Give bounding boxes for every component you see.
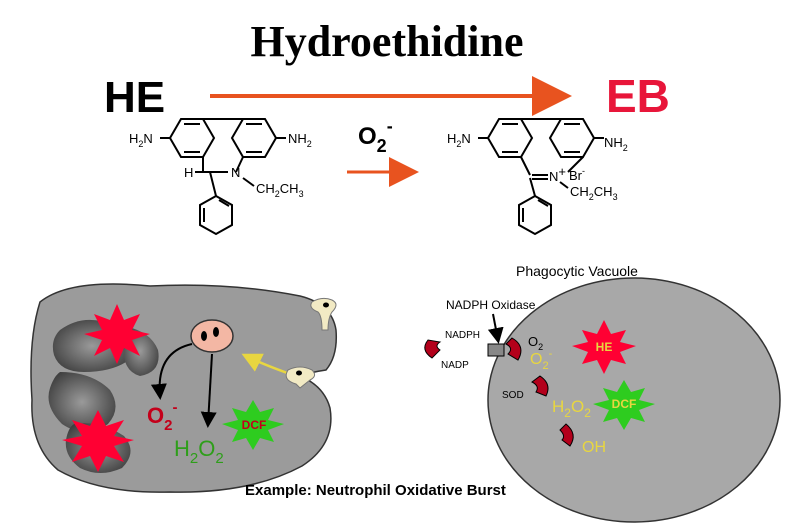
vacuole-dcf-burst: DCF xyxy=(593,380,655,430)
arrow-to-h2o2 xyxy=(200,353,217,428)
h2o2-down-arrow xyxy=(559,423,574,447)
page-title: Hydroethidine xyxy=(250,17,523,66)
nadph-oxidase-label: NADPH Oxidase xyxy=(446,298,536,312)
eb-left-amine: H2N xyxy=(447,131,471,149)
eb-right-amine: NH2 xyxy=(604,135,628,153)
vacuole-o2: O2 xyxy=(528,334,543,352)
vacuole-he-label: HE xyxy=(596,340,613,354)
figure-caption: Example: Neutrophil Oxidative Burst xyxy=(245,482,506,499)
vacuole-oh: OH xyxy=(582,439,606,456)
eb-abbreviation: EB xyxy=(606,70,670,122)
red-burst-lower xyxy=(62,410,134,472)
cytoplasm-dcf-burst: DCF xyxy=(222,400,284,450)
nadph-label: NADPH xyxy=(445,330,480,341)
cytoplasm-dcf-label: DCF xyxy=(242,418,267,432)
he-h-label: H xyxy=(184,165,193,180)
nadph-cofactor-arrow xyxy=(424,339,442,359)
vacuole-superoxide: O2- xyxy=(530,348,553,372)
red-burst-upper xyxy=(84,304,150,364)
bacterium-top xyxy=(310,297,337,331)
vacuole-dcf-label: DCF xyxy=(612,397,637,411)
internal-vesicle xyxy=(190,319,234,353)
he-abbreviation: HE xyxy=(104,73,165,122)
bacterium-membrane xyxy=(285,366,316,389)
eb-ethyl: CH2CH3 xyxy=(570,184,618,202)
engulfment-arrow xyxy=(241,353,291,376)
eb-structure xyxy=(478,118,604,236)
oxygen-cofactor-arrow xyxy=(505,337,522,361)
phagocytic-vacuole-label: Phagocytic Vacuole xyxy=(516,263,638,279)
cytoplasm-superoxide: O2- xyxy=(147,399,177,434)
eb-n-label: N+Br- xyxy=(549,164,585,184)
he-right-amine: NH2 xyxy=(288,131,312,149)
superoxide-reagent: O2- xyxy=(358,116,393,156)
superoxide-down-arrow xyxy=(531,375,549,397)
superoxide-reagent-sub: 2 xyxy=(377,136,387,156)
he-n-label: N xyxy=(231,165,240,180)
nadp-label: NADP xyxy=(441,360,469,371)
sod-label: SOD xyxy=(502,390,524,401)
cytoplasm-h2o2: H2O2 xyxy=(174,436,224,467)
he-structure xyxy=(160,118,286,236)
nadph-oxidase-pointer xyxy=(487,313,504,344)
vacuole-h2o2: H2O2 xyxy=(552,397,591,420)
arrow-to-superoxide xyxy=(150,343,193,400)
superoxide-reagent-o: O xyxy=(358,123,377,150)
he-ethyl: CH2CH3 xyxy=(256,181,304,199)
he-left-amine: H2N xyxy=(129,131,153,149)
nadph-oxidase-enzyme xyxy=(487,343,505,357)
superoxide-reagent-sup: - xyxy=(387,116,393,136)
vacuole-he-burst: HE xyxy=(572,320,636,374)
